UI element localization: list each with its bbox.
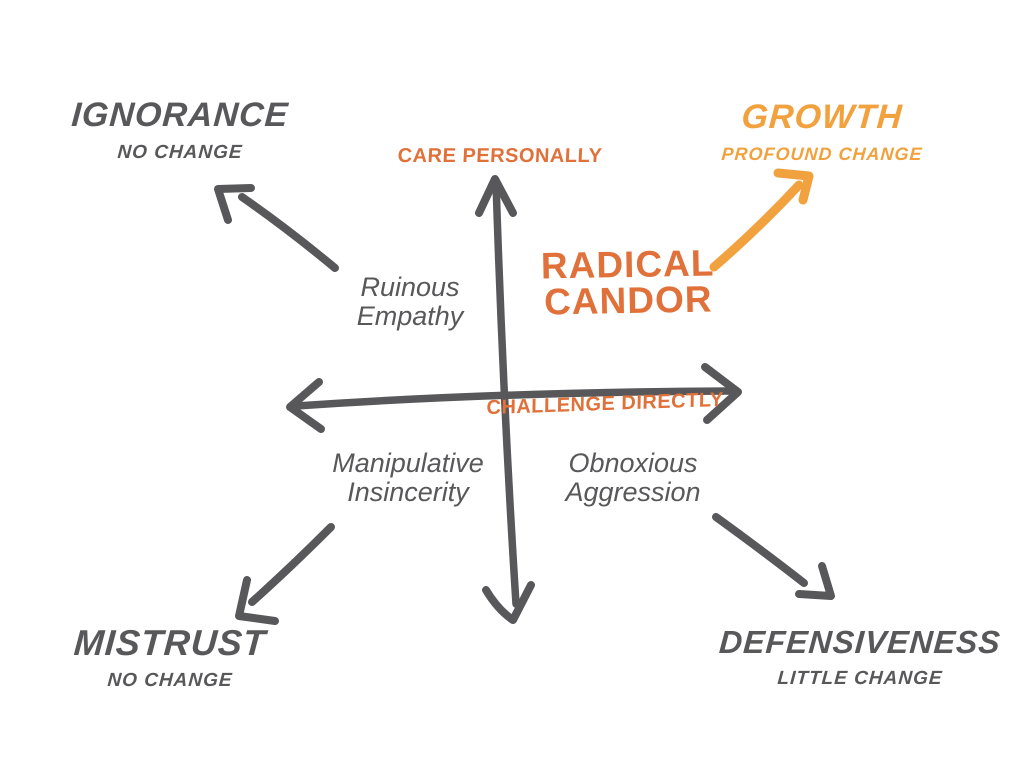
defensiveness-arrow [712, 513, 835, 600]
manipulative-insincerity-line1: Manipulative [332, 448, 484, 478]
ruinous-empathy-line2: Empathy [356, 301, 464, 332]
obnoxious-aggression-line1: Obnoxious [568, 448, 698, 478]
mistrust-subtitle: NO CHANGE [106, 670, 234, 691]
ignorance-subtitle: NO CHANGE [116, 142, 244, 163]
ignorance-arrow [214, 184, 339, 272]
vertical-axis-label: CARE PERSONALLY [397, 145, 603, 167]
mistrust-arrow [235, 523, 335, 625]
defensiveness-subtitle: LITTLE CHANGE [776, 668, 944, 689]
growth-arrow [709, 168, 814, 272]
growth-title: GROWTH [740, 98, 904, 136]
horizontal-axis-arrow [286, 363, 742, 433]
defensiveness-title: DEFENSIVENESS [718, 624, 1003, 660]
ignorance-title: IGNORANCE [70, 96, 290, 134]
obnoxious-aggression-label: Obnoxious Aggression [533, 448, 733, 508]
ruinous-empathy-label: Ruinous Empathy [310, 272, 510, 332]
radical-candor-label: RADICAL CANDOR [477, 242, 778, 323]
ruinous-empathy-line1: Ruinous [360, 272, 460, 302]
manipulative-insincerity-line2: Insincerity [347, 477, 469, 508]
growth-subtitle: PROFOUND CHANGE [720, 144, 924, 164]
obnoxious-aggression-line2: Aggression [565, 477, 701, 508]
manipulative-insincerity-label: Manipulative Insincerity [308, 448, 508, 508]
radical-candor-line2: CANDOR [543, 278, 713, 323]
mistrust-title: MISTRUST [72, 622, 268, 663]
